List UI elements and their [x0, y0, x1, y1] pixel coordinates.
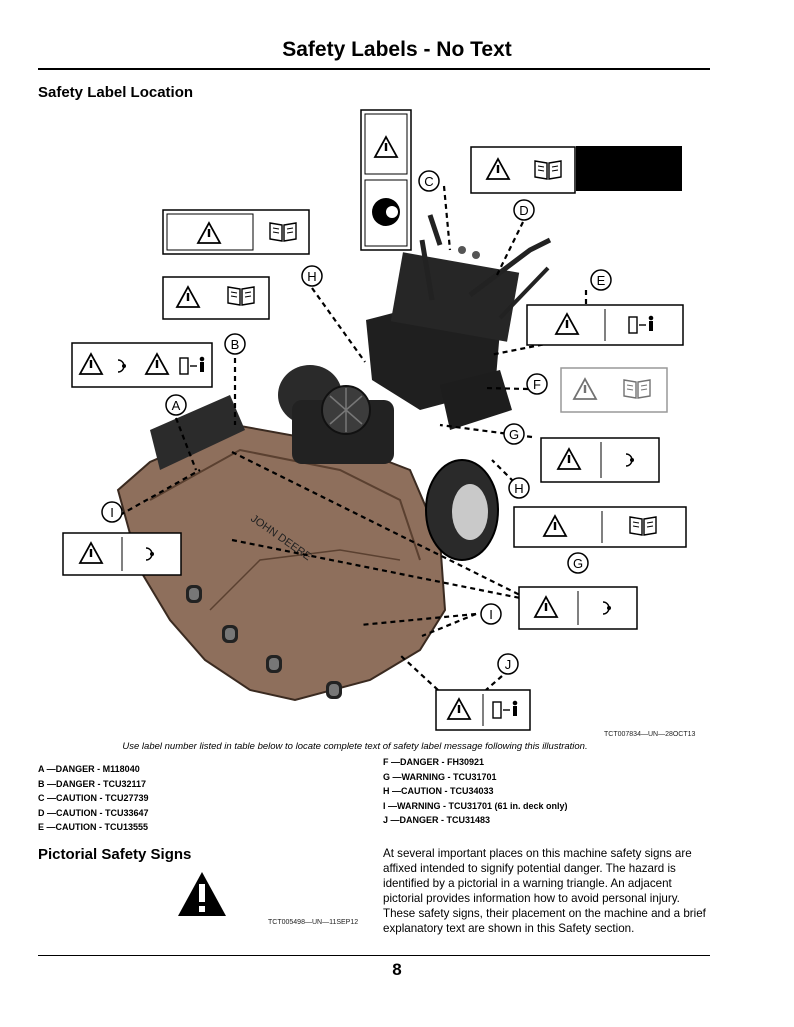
label-h-top: [162, 209, 310, 255]
svg-text:B: B: [231, 337, 240, 352]
mower-machine: JOHN DEERE: [116, 214, 552, 702]
label-h-mid: [513, 506, 687, 548]
label-list-item: A —DANGER - M118040: [38, 764, 140, 774]
label-list-item: C —CAUTION - TCU27739: [38, 793, 149, 803]
callout-circles: A B C D E F G H H I G I J: [101, 170, 612, 675]
svg-text:G: G: [573, 556, 583, 571]
label-list-item: H —CAUTION - TCU34033: [383, 786, 494, 796]
svg-text:F: F: [533, 377, 541, 392]
callout-leaders: [119, 185, 588, 691]
label-list-item: J —DANGER - TCU31483: [383, 815, 491, 825]
callout-h1: H: [301, 265, 323, 287]
callout-i1: I: [101, 501, 123, 523]
header-rule: [38, 68, 710, 70]
label-list-item: I —WARNING - TCU31701 (61 in. deck only): [383, 800, 568, 811]
svg-text:C: C: [424, 174, 433, 189]
svg-text:D: D: [519, 203, 528, 218]
label-list-right: F —DANGER - FH30921 G —WARNING - TCU3170…: [383, 755, 568, 828]
section-heading-location: Safety Label Location: [38, 84, 194, 101]
label-g-bottom: [518, 586, 638, 630]
label-j: [435, 689, 531, 731]
callout-g1: G: [503, 423, 525, 445]
figure-caption: Use label number listed in table below t…: [122, 741, 588, 752]
svg-text:I: I: [110, 505, 114, 520]
svg-text:H: H: [514, 481, 523, 496]
callout-e: E: [590, 269, 612, 291]
callout-j: J: [497, 653, 519, 675]
figure-id-pictorial: TCT005498—UN—11SEP12: [268, 919, 359, 926]
label-list-item: G —WARNING - TCU31701: [383, 771, 497, 782]
warning-triangle-icon: [178, 872, 226, 916]
page-title: Safety Labels - No Text: [282, 38, 512, 61]
svg-text:I: I: [489, 607, 493, 622]
svg-text:J: J: [505, 657, 512, 672]
svg-text:A: A: [172, 398, 181, 413]
callout-c: C: [418, 170, 440, 192]
label-c: [360, 109, 412, 251]
callout-g2: G: [567, 552, 589, 574]
section-heading-pictorial: Pictorial Safety Signs: [38, 846, 192, 863]
label-e: [526, 304, 684, 346]
svg-text:H: H: [307, 269, 316, 284]
figure-id-location: TCT007834—UN—28OCT13: [604, 731, 696, 738]
label-list-item: B —DANGER - TCU32117: [38, 778, 147, 789]
callout-i2: I: [480, 603, 502, 625]
label-list-item: D —CAUTION - TCU33647: [38, 807, 149, 818]
label-a: [71, 342, 213, 388]
callout-a: A: [165, 394, 187, 416]
label-i-left: [62, 532, 182, 576]
callout-d: D: [513, 199, 535, 221]
callout-b: B: [224, 333, 246, 355]
page-number: 8: [392, 960, 402, 979]
footer-rule: [38, 955, 710, 956]
label-list-left: A —DANGER - M118040 B —DANGER - TCU32117…: [38, 762, 149, 835]
label-list-item: E —CAUTION - TCU13555: [38, 822, 149, 832]
label-d: [470, 146, 682, 194]
label-b: [162, 276, 270, 320]
label-f: [560, 367, 668, 413]
pictorial-paragraph: At several important places on this mach…: [383, 847, 706, 935]
label-list-item: F —DANGER - FH30921: [383, 757, 485, 767]
safety-label-location-illustration: JOHN DEERE: [62, 109, 687, 731]
label-g-top: [540, 437, 660, 483]
callout-f: F: [526, 373, 548, 395]
svg-text:E: E: [597, 273, 606, 288]
svg-text:G: G: [509, 427, 519, 442]
callout-h2: H: [508, 477, 530, 499]
